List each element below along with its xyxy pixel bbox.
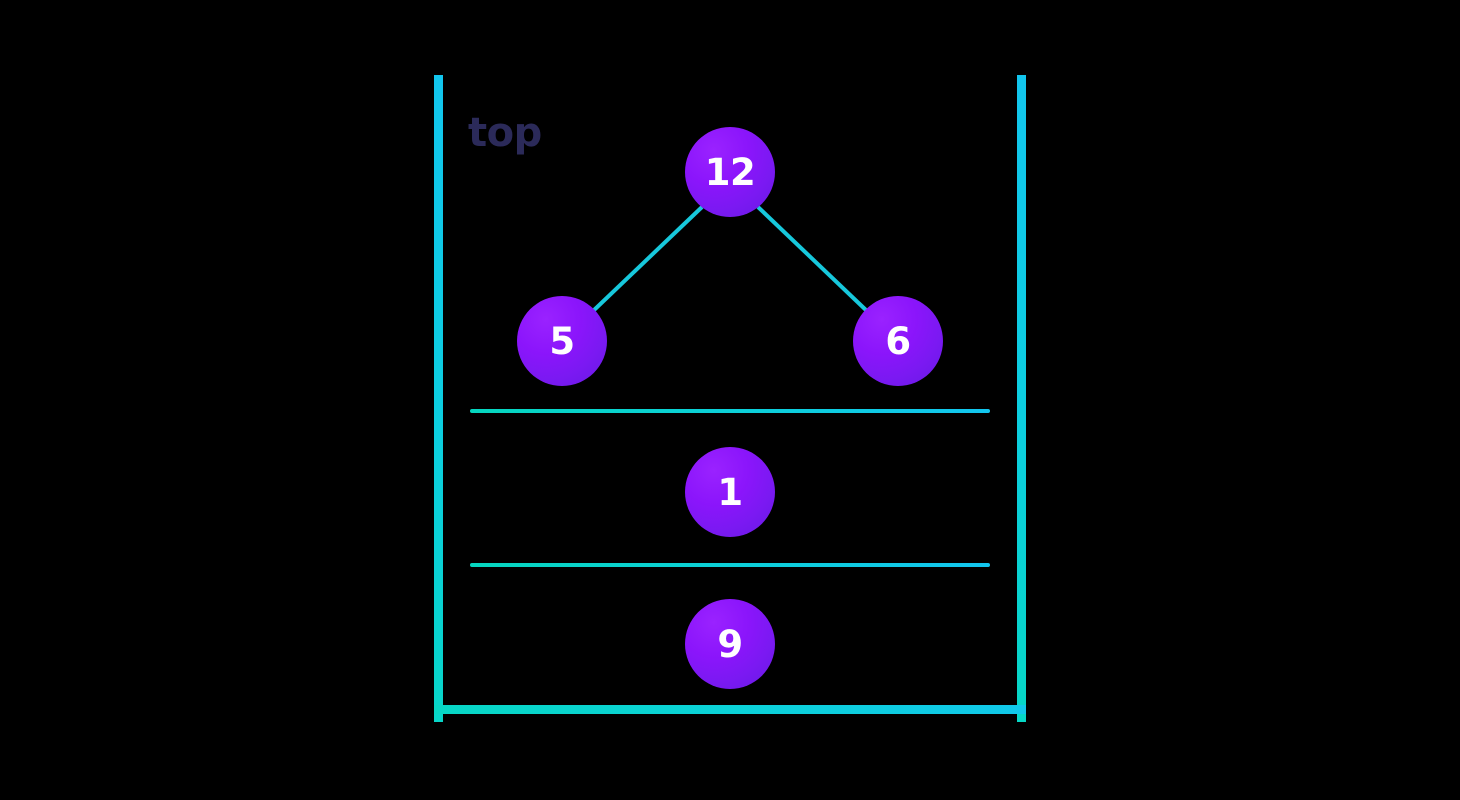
stack-container-frame <box>434 75 1026 722</box>
stack-cell-divider-2 <box>470 563 990 567</box>
heap-node-1-value: 1 <box>717 470 743 514</box>
stack-cell-divider-1 <box>470 409 990 413</box>
heap-node-9-value: 9 <box>717 622 743 666</box>
stack-top-label: top <box>468 110 542 156</box>
heap-node-12[interactable]: 12 <box>685 127 775 217</box>
heap-node-6-value: 6 <box>885 319 911 363</box>
heap-node-9[interactable]: 9 <box>685 599 775 689</box>
frame-left-border <box>434 75 443 722</box>
frame-right-border <box>1017 75 1026 722</box>
frame-bottom-border <box>434 705 1026 714</box>
heap-node-6[interactable]: 6 <box>853 296 943 386</box>
heap-node-5-value: 5 <box>549 319 575 363</box>
heap-node-5[interactable]: 5 <box>517 296 607 386</box>
heap-node-1[interactable]: 1 <box>685 447 775 537</box>
heap-node-12-value: 12 <box>704 150 756 194</box>
